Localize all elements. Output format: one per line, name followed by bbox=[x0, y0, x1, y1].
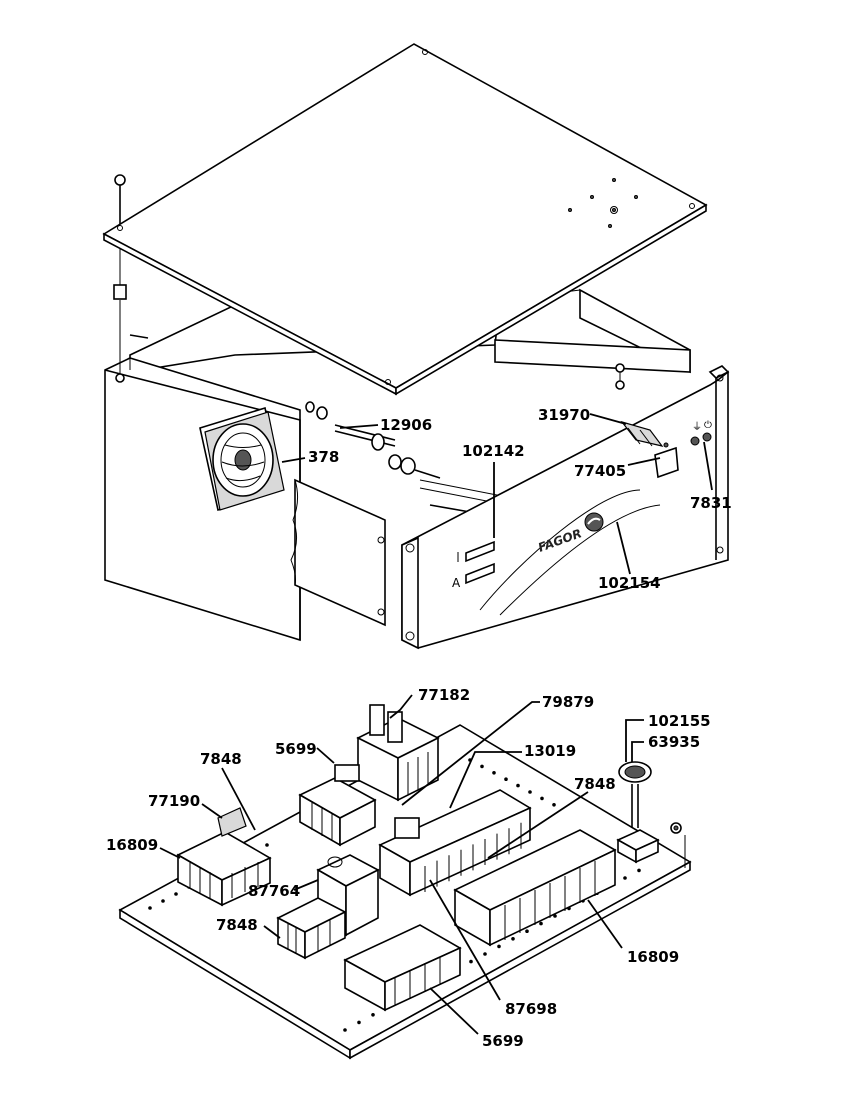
callout-77190: 77190 bbox=[148, 792, 200, 810]
plate-hole bbox=[371, 1013, 375, 1017]
plate-hole bbox=[516, 783, 520, 788]
plate-hole bbox=[528, 790, 532, 794]
callout-77182: 77182 bbox=[418, 686, 470, 704]
enclosure-left-side-panel bbox=[104, 357, 301, 642]
enclosure-inner-divider bbox=[290, 478, 386, 627]
callout-5699-bottom: 5699 bbox=[482, 1032, 524, 1050]
plate-hole bbox=[343, 1028, 347, 1032]
cooling-fan bbox=[199, 406, 285, 512]
terminal-strip-center bbox=[378, 789, 532, 897]
callout-87764: 87764 bbox=[248, 882, 300, 900]
plate-hole bbox=[174, 892, 178, 896]
plate-hole bbox=[148, 906, 152, 910]
plate-hole bbox=[525, 929, 529, 933]
plate-hole bbox=[357, 1020, 361, 1025]
callout-102142: 102142 bbox=[462, 442, 525, 460]
enclosure-assembly: A FAGOR ⏚ ⏻ 12906 378 bbox=[102, 43, 732, 650]
terminal-group-left bbox=[176, 807, 272, 907]
plate-hole bbox=[511, 937, 515, 941]
plate-hole bbox=[637, 868, 641, 873]
indicator-lights: ⏚ ⏻ bbox=[690, 420, 712, 446]
callout-7848-left: 7848 bbox=[200, 750, 242, 768]
plate-hole bbox=[469, 959, 473, 964]
power-switch bbox=[654, 442, 679, 479]
callout-7848-right: 7848 bbox=[574, 775, 616, 793]
plate-hole bbox=[265, 843, 269, 847]
plate-hole bbox=[540, 796, 544, 801]
lower-callouts: 77182 79879 102155 63935 5699 13019 7848… bbox=[106, 686, 711, 1050]
plate-hole bbox=[504, 777, 508, 781]
callout-77405: 77405 bbox=[574, 462, 626, 480]
plate-hole bbox=[480, 764, 484, 769]
callout-16809-right: 16809 bbox=[627, 948, 679, 966]
component-mounting-plate-assembly: 77182 79879 102155 63935 5699 13019 7848… bbox=[106, 686, 711, 1060]
top-cover-screws bbox=[113, 174, 625, 390]
terminal-strip-16809-right bbox=[453, 829, 617, 947]
terminal-block-5699-top bbox=[298, 764, 377, 847]
callout-378: 378 bbox=[308, 448, 339, 466]
callout-63935: 63935 bbox=[648, 733, 700, 751]
callout-102154: 102154 bbox=[598, 574, 661, 592]
plate-hole bbox=[497, 944, 501, 949]
callout-5699-top: 5699 bbox=[275, 740, 317, 758]
svg-text:⏻: ⏻ bbox=[704, 420, 712, 431]
svg-text:A: A bbox=[452, 576, 461, 590]
plate-hole bbox=[552, 803, 556, 807]
svg-text:⏚: ⏚ bbox=[692, 421, 702, 433]
callout-12906: 12906 bbox=[380, 416, 432, 434]
plate-hole bbox=[623, 876, 627, 880]
upper-callouts: 12906 378 31970 102142 77405 7831 102154 bbox=[281, 406, 732, 592]
callout-7848-bottom: 7848 bbox=[216, 916, 258, 934]
terminal-block-5699-bottom bbox=[343, 924, 462, 1012]
terminal-block-7848-bottom bbox=[276, 897, 347, 960]
relay-module-77182 bbox=[356, 704, 440, 802]
callout-79879: 79879 bbox=[542, 693, 594, 711]
panel-display-meters: A bbox=[452, 540, 495, 590]
callout-16809-left: 16809 bbox=[106, 836, 158, 854]
plate-hole bbox=[492, 771, 496, 775]
callout-87698: 87698 bbox=[505, 1000, 557, 1018]
plate-hole bbox=[161, 899, 165, 903]
connector-shaft-hardware bbox=[305, 401, 441, 479]
fuse-holder bbox=[616, 761, 660, 864]
callout-13019: 13019 bbox=[524, 742, 576, 760]
callout-7831: 7831 bbox=[690, 494, 732, 512]
plate-hole bbox=[483, 952, 487, 956]
callout-31970: 31970 bbox=[538, 406, 590, 424]
top-cover-plate bbox=[102, 43, 708, 396]
callout-102155: 102155 bbox=[648, 712, 711, 730]
plate-hole bbox=[539, 921, 543, 926]
rear-connector-block bbox=[620, 420, 664, 447]
